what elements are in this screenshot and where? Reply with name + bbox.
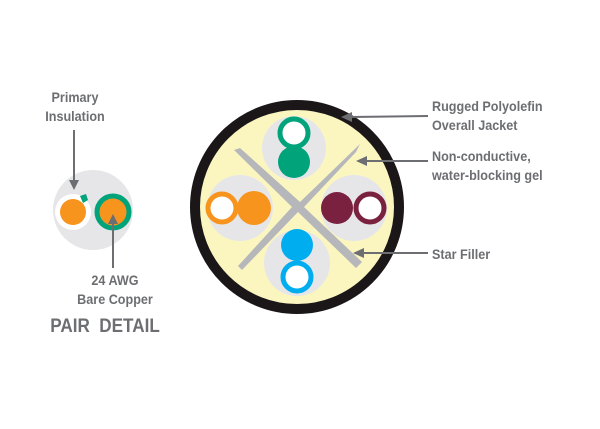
pair-detail-title: PAIR DETAIL (50, 316, 160, 337)
copper-label: 24 AWG Bare Copper (61, 271, 169, 309)
insulation-label-line2: Insulation (45, 108, 105, 124)
filler-label: Star Filler (432, 246, 491, 262)
jacket-label-line2: Overall Jacket (432, 117, 518, 133)
star-filler (234, 144, 362, 270)
pair-brown (321, 191, 387, 225)
gel-label-line2: water-blocking gel (432, 167, 543, 183)
gel-label-line1: Non-conductive, (432, 148, 531, 164)
copper-label-line2: Bare Copper (77, 291, 153, 307)
copper-label-line1: 24 AWG (91, 272, 139, 288)
pair-detail-graphic (53, 130, 133, 268)
pair-blue (280, 229, 314, 294)
jacket-label-line1: Rugged Polyolefin (432, 98, 543, 114)
insulation-label-line1: Primary (51, 89, 99, 105)
pair-orange (205, 191, 271, 225)
gel-label: Non-conductive, water-blocking gel (432, 147, 543, 185)
callout-arrows (341, 112, 429, 258)
pair-green (277, 116, 311, 178)
